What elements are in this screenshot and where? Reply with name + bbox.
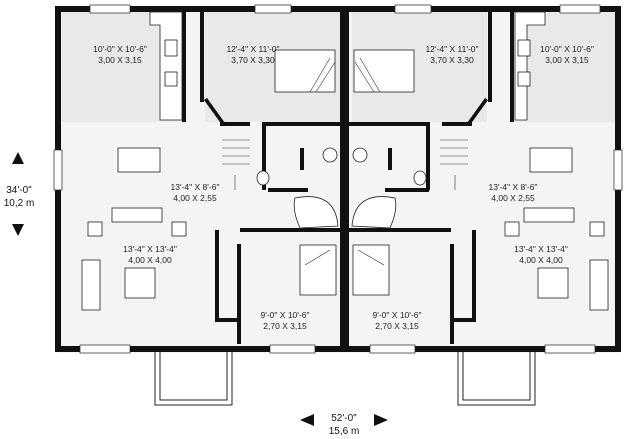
right-arrow-icon [374, 414, 388, 426]
room-dimension-imperial: 9'-0" X 10'-6" [373, 310, 422, 320]
room-dimension-metric: 3,70 X 3,30 [231, 55, 275, 65]
room-dimension-metric: 4,00 X 2,55 [173, 193, 217, 203]
room-dimension-imperial: 12'-4" X 11'-0" [226, 44, 279, 54]
room-dimension-metric: 4,00 X 4,00 [128, 255, 172, 265]
left-arrow-icon [300, 414, 314, 426]
room-dimension-metric: 3,00 X 3,15 [98, 55, 142, 65]
room-dimension-imperial: 13'-4" X 8'-6" [489, 182, 538, 192]
kitchen-floor-right [515, 12, 615, 122]
kitchen-counters [149, 11, 546, 121]
room-dimension-metric: 4,00 X 2,55 [491, 193, 535, 203]
room-dimension-imperial: 10'-0" X 10'-6" [93, 44, 147, 54]
beds [274, 49, 415, 296]
room-dimension-metric: 2,70 X 3,15 [263, 321, 307, 331]
room-dimension-imperial: 13'-4" X 13'-4" [123, 244, 177, 254]
dining-tables [117, 147, 573, 173]
room-dimension-imperial: 9'-0" X 10'-6" [261, 310, 310, 320]
down-arrow-icon [12, 224, 24, 236]
room-dimension-metric: 3,00 X 3,15 [545, 55, 589, 65]
room-labels: 10'-0" X 10'-6" 3,00 X 3,15 12'-4" X 11'… [93, 44, 594, 331]
interior-walls-right [349, 12, 514, 344]
bath-fixtures [256, 147, 427, 229]
depth-imperial: 34'-0" [6, 185, 32, 196]
depth-dimension: 34'-0" 10,2 m [4, 152, 35, 236]
stairs [222, 139, 468, 190]
room-dimension-imperial: 12'-4" X 11'-0" [425, 44, 478, 54]
width-metric: 15,6 m [329, 426, 360, 437]
room-dimension-metric: 4,00 X 4,00 [519, 255, 563, 265]
room-dimension-metric: 2,70 X 3,15 [375, 321, 419, 331]
front-porches [154, 352, 536, 406]
width-dimension: 52'-0" 15,6 m [300, 413, 388, 437]
depth-metric: 10,2 m [4, 198, 35, 209]
room-dimension-imperial: 13'-4" X 13'-4" [514, 244, 568, 254]
interior-walls-left [182, 12, 340, 344]
windows [53, 4, 623, 354]
living-furniture [81, 207, 609, 311]
width-imperial: 52'-0" [331, 413, 357, 424]
room-dimension-metric: 3,70 X 3,30 [430, 55, 474, 65]
room-dimension-imperial: 13'-4" X 8'-6" [171, 182, 220, 192]
up-arrow-icon [12, 152, 24, 164]
room-dimension-imperial: 10'-0" X 10'-6" [540, 44, 594, 54]
